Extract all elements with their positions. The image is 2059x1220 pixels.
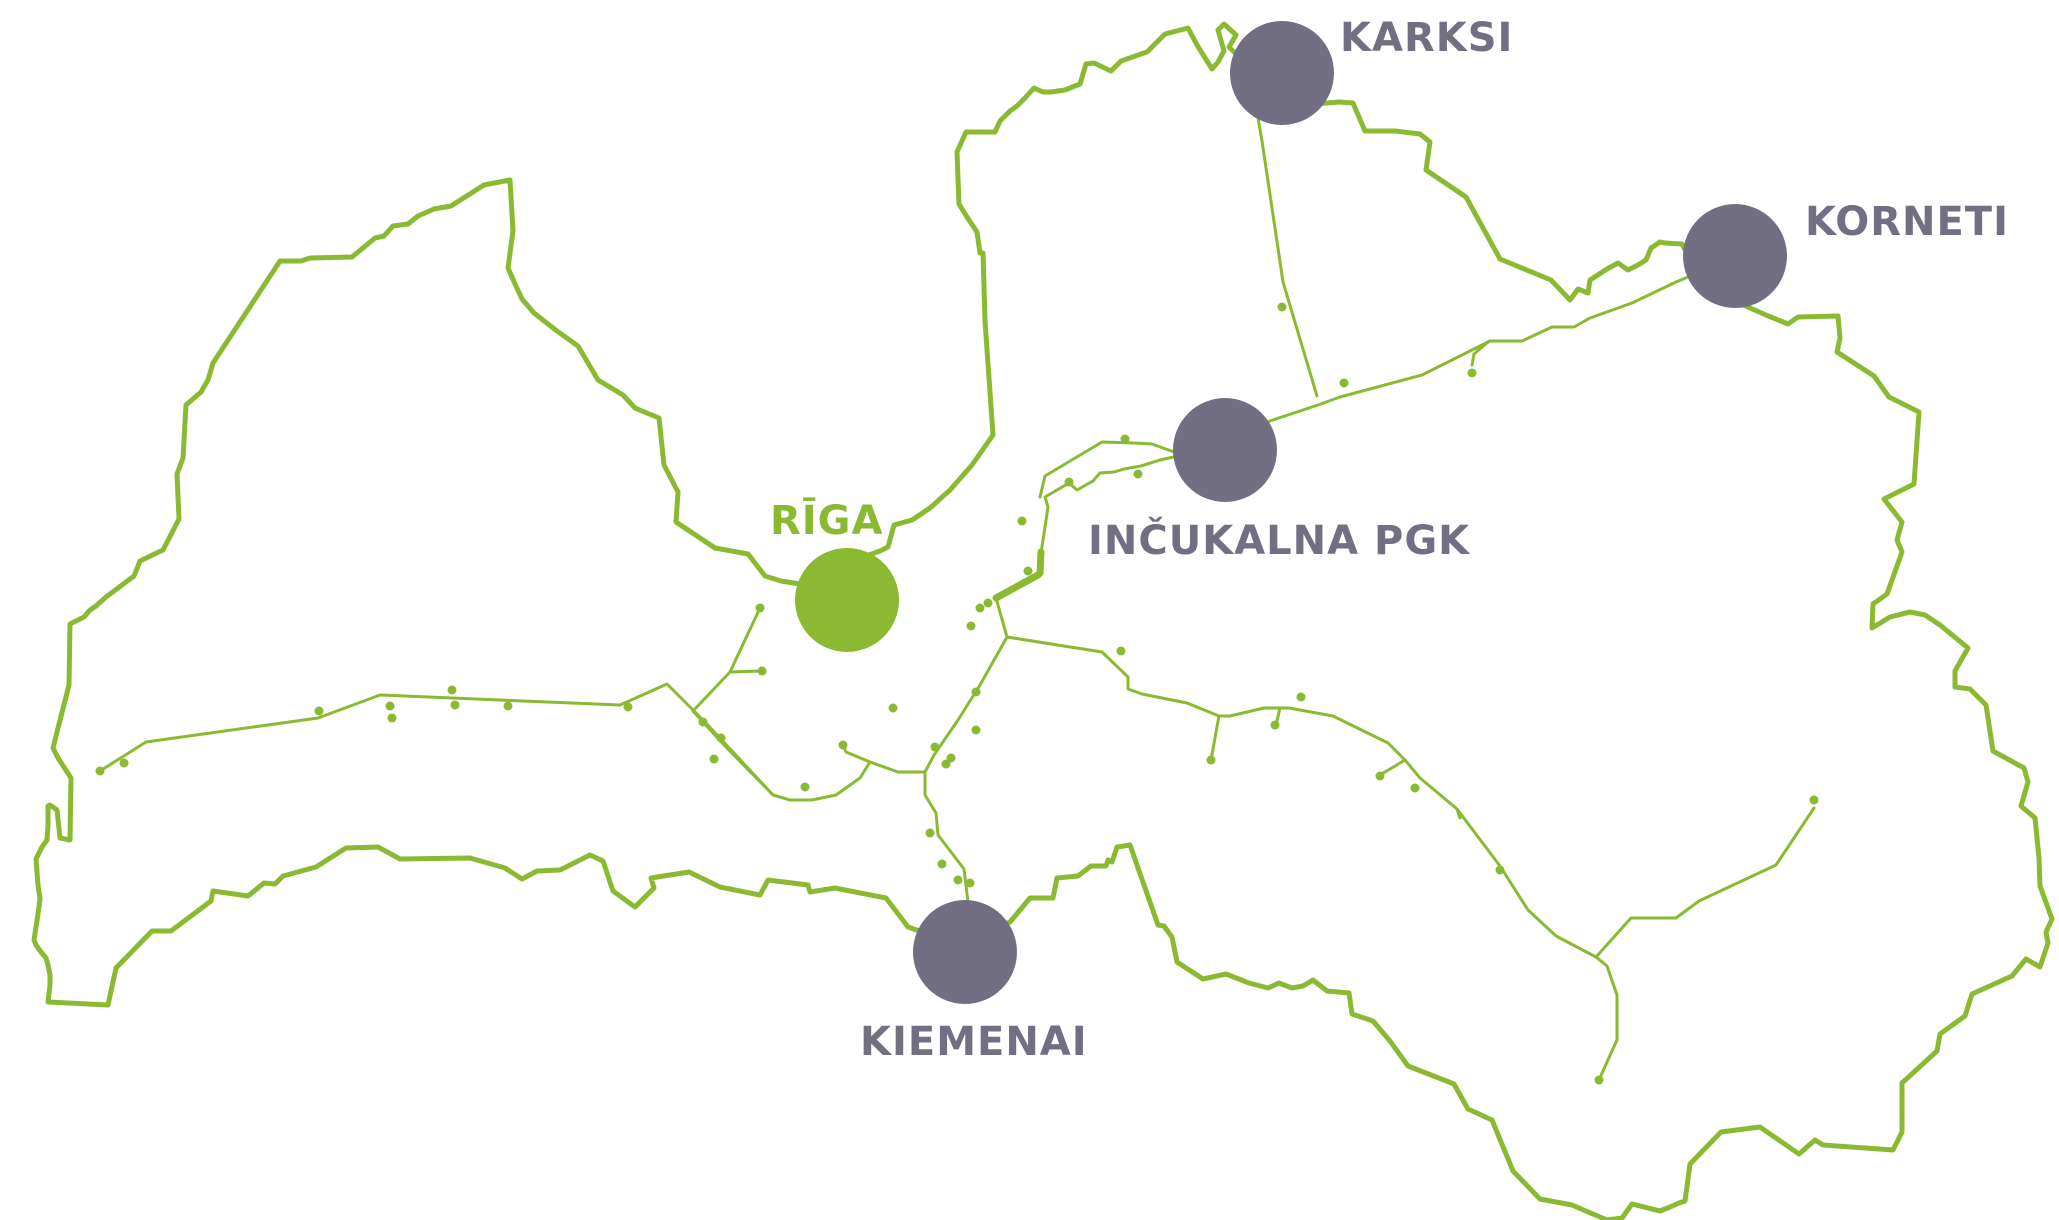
- karksi-label: KARKSI: [1340, 15, 1513, 61]
- station-dot: [387, 713, 397, 723]
- korneti-label: KORNETI: [1805, 199, 2009, 245]
- pipeline-segment: [1594, 806, 1816, 959]
- station-dot: [1023, 566, 1033, 576]
- korneti-node[interactable]: [1683, 204, 1787, 308]
- station-dot: [971, 725, 981, 735]
- station-dot: [983, 598, 993, 608]
- pipeline-segment: [1378, 758, 1407, 777]
- pipeline-segment: [771, 743, 872, 802]
- station-dot: [716, 733, 726, 743]
- station-dot: [95, 766, 105, 776]
- station-dot: [930, 742, 940, 752]
- station-dot: [1206, 755, 1216, 765]
- station-dot: [385, 701, 395, 711]
- station-dot: [757, 666, 767, 676]
- pipeline-segment: [1005, 635, 1619, 1084]
- station-dot: [119, 758, 129, 768]
- station-dot: [1339, 378, 1349, 388]
- station-dot: [953, 875, 963, 885]
- incukalns-label: INČUKALNA PGK: [1088, 516, 1471, 564]
- station-dot: [314, 706, 324, 716]
- station-dot: [925, 828, 935, 838]
- riga-label: RĪGA: [770, 496, 883, 544]
- station-dot: [447, 685, 457, 695]
- station-dot: [623, 702, 633, 712]
- kiemenai-node[interactable]: [913, 900, 1017, 1004]
- station-dot: [450, 700, 460, 710]
- station-dot: [800, 782, 810, 792]
- station-dot: [838, 740, 848, 750]
- station-dot: [1064, 477, 1074, 487]
- station-dot: [1410, 783, 1420, 793]
- station-dot: [1120, 434, 1130, 444]
- kiemenai-label: KIEMENAI: [860, 1019, 1088, 1065]
- pipeline-segment: [868, 760, 970, 904]
- pipeline-segment: [923, 440, 1180, 774]
- station-dot: [1270, 720, 1280, 730]
- station-dot: [755, 603, 765, 613]
- station-dot: [1495, 865, 1505, 875]
- station-dot: [937, 859, 947, 869]
- pipeline-segment: [1455, 807, 1462, 820]
- station-dot: [971, 687, 981, 697]
- station-dot: [1017, 516, 1027, 526]
- pipeline-segment: [1256, 116, 1319, 398]
- station-dot: [709, 754, 719, 764]
- station-dot: [1116, 646, 1126, 656]
- station-dot: [966, 621, 976, 631]
- riga-node[interactable]: [795, 548, 899, 652]
- station-dot: [941, 759, 951, 769]
- station-dot: [946, 753, 956, 763]
- station-dot: [1277, 302, 1287, 312]
- station-dot: [1809, 795, 1819, 805]
- station-dot: [1594, 1075, 1604, 1085]
- pipeline-segment: [691, 669, 764, 713]
- station-dot: [1467, 368, 1477, 378]
- pipeline-segment: [98, 682, 775, 797]
- pipeline-segment: [728, 606, 762, 674]
- station-dot: [1296, 692, 1306, 702]
- station-dot: [503, 701, 513, 711]
- karksi-node[interactable]: [1230, 21, 1334, 125]
- pipeline-segment: [1209, 714, 1221, 762]
- country-border: [31, 21, 2055, 1220]
- station-dot: [1133, 469, 1143, 479]
- station-dot: [888, 703, 898, 713]
- station-dot: [975, 603, 985, 613]
- station-dot: [1375, 771, 1385, 781]
- station-dot: [698, 717, 708, 727]
- station-dot: [965, 878, 975, 888]
- pipeline-trunk: [992, 548, 1045, 602]
- pipeline-segment: [1470, 340, 1490, 367]
- incukalns-node[interactable]: [1173, 398, 1277, 502]
